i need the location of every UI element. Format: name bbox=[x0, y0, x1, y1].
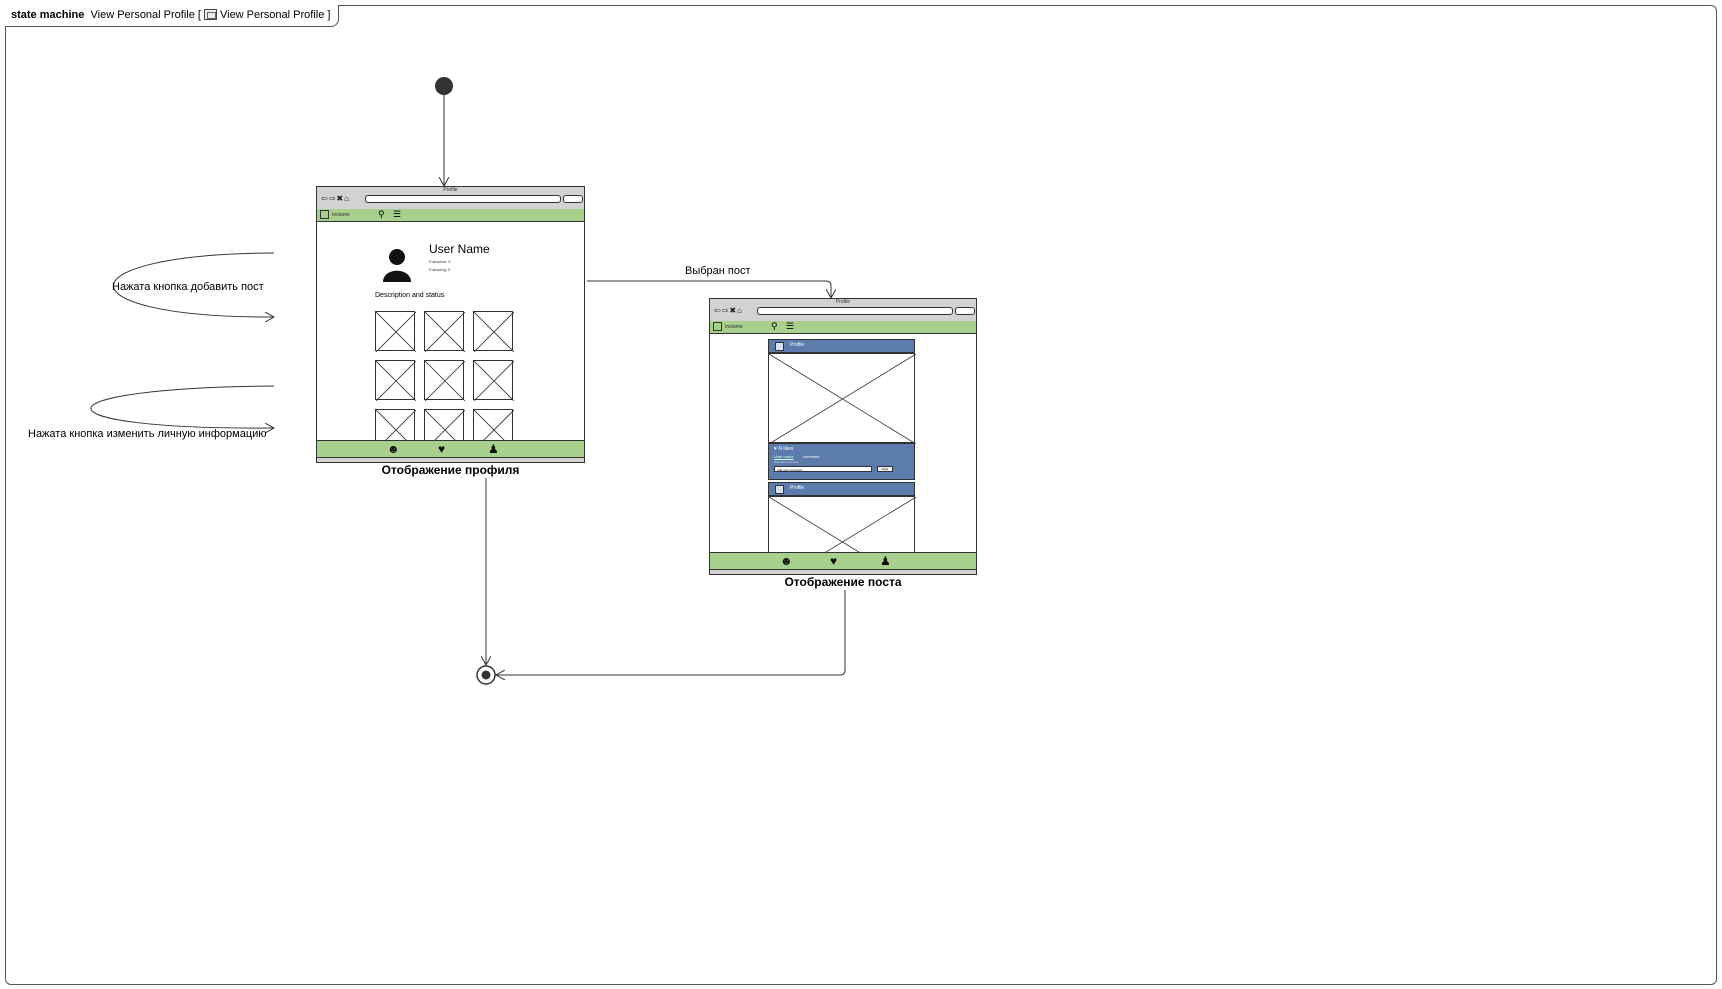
post-image-2 bbox=[768, 496, 916, 557]
grid-photo[interactable] bbox=[424, 360, 465, 401]
app-name: Instame bbox=[332, 212, 350, 218]
search-box bbox=[563, 195, 583, 203]
frame-bracket-close: ] bbox=[327, 9, 331, 21]
bottom-nav: ☻ ♥ ♟ bbox=[710, 552, 976, 570]
final-state-dot bbox=[481, 670, 491, 680]
transition-post-selected bbox=[587, 280, 831, 298]
search-icon: ⚲ bbox=[771, 321, 778, 331]
comment-user[interactable]: User name bbox=[774, 454, 794, 459]
logo-icon bbox=[713, 322, 722, 331]
comment-input[interactable]: Add your comment bbox=[774, 466, 872, 472]
image-placeholder-icon bbox=[769, 354, 916, 444]
likes-count: ♥ N likes bbox=[774, 446, 794, 452]
person-icon: ♟ bbox=[880, 554, 891, 568]
browser-chrome: Profile ⇦⇨✖⌂ bbox=[710, 299, 976, 322]
state-profile[interactable]: Profile ⇦⇨✖⌂ Instame ⚲ ☰ User Name Follo… bbox=[316, 186, 585, 463]
diagram-frame bbox=[5, 5, 1717, 985]
menu-icon: ☰ bbox=[393, 209, 402, 219]
image-placeholder-icon bbox=[425, 312, 465, 352]
search-icon: ⚲ bbox=[378, 209, 385, 219]
diagram-frame-tab: state machine View Personal Profile [Vie… bbox=[5, 5, 340, 27]
post-header: Profile bbox=[768, 339, 915, 353]
image-placeholder-icon bbox=[474, 361, 514, 401]
people-icon: ☻ bbox=[780, 554, 793, 568]
nav-icons: ⇦⇨✖⌂ bbox=[321, 194, 350, 203]
label-post-selected: Выбран пост bbox=[685, 265, 751, 277]
grid-photo[interactable] bbox=[473, 360, 514, 401]
likes-text: N likes bbox=[778, 446, 794, 452]
avatar-icon bbox=[383, 249, 411, 282]
description: Description and status bbox=[375, 292, 445, 299]
frame-keyword: state machine bbox=[11, 9, 85, 21]
state-name-post: Отображение поста bbox=[784, 575, 902, 589]
url-bar bbox=[365, 195, 561, 203]
post-author-2: Profile bbox=[790, 485, 805, 491]
app-bar: Instame ⚲ ☰ bbox=[710, 321, 976, 334]
image-placeholder-icon bbox=[376, 312, 416, 352]
user-name: User Name bbox=[429, 242, 490, 256]
image-placeholder-icon bbox=[474, 312, 514, 352]
status-bar bbox=[317, 457, 584, 462]
url-bar bbox=[757, 307, 953, 315]
comment-text: comment bbox=[803, 454, 820, 459]
frame-bracket-open: [ bbox=[197, 9, 201, 21]
self-loop-add-post bbox=[113, 252, 275, 317]
app-bar: Instame ⚲ ☰ bbox=[317, 209, 584, 222]
label-add-post: Нажата кнопка добавить пост bbox=[112, 281, 264, 293]
nav-icons: ⇦⇨✖⌂ bbox=[714, 306, 743, 315]
post-footer: ♥ N likes User name comment view all com… bbox=[768, 443, 915, 480]
heart-icon: ♥ bbox=[830, 554, 838, 568]
view-comments: view all comments bbox=[774, 460, 799, 464]
person-icon: ♟ bbox=[488, 442, 499, 456]
post-image bbox=[768, 353, 916, 444]
following: Following: 0 bbox=[429, 267, 451, 272]
post-header-2: Profile bbox=[768, 482, 915, 496]
frame-diagram-name: View Personal Profile bbox=[219, 9, 325, 21]
bottom-nav: ☻ ♥ ♟ bbox=[317, 440, 584, 458]
people-icon: ☻ bbox=[387, 442, 400, 456]
post-comment-button[interactable]: Post bbox=[877, 466, 893, 472]
window-title: Profile bbox=[443, 187, 458, 193]
frame-name: View Personal Profile bbox=[90, 9, 195, 21]
author-avatar-icon bbox=[775, 485, 784, 494]
grid-photo[interactable] bbox=[375, 360, 416, 401]
followers: Followers: 0 bbox=[429, 259, 451, 264]
window-title: Profile bbox=[835, 299, 851, 305]
diagram-icon bbox=[203, 9, 217, 20]
image-placeholder-icon bbox=[376, 361, 416, 401]
label-edit-info: Нажата кнопка изменить личную информацию bbox=[28, 428, 267, 440]
state-name-profile: Отображение профиля bbox=[381, 463, 520, 477]
post-author: Profile bbox=[790, 342, 805, 348]
transition-post-final bbox=[496, 590, 846, 675]
state-post[interactable]: Profile ⇦⇨✖⌂ Instame ⚲ ☰ Profile ♥ N lik… bbox=[709, 298, 977, 575]
heart-icon: ♥ bbox=[438, 442, 446, 456]
grid-photo[interactable] bbox=[473, 311, 514, 352]
status-bar bbox=[710, 569, 976, 574]
menu-icon: ☰ bbox=[786, 321, 795, 331]
image-placeholder-icon bbox=[425, 361, 465, 401]
app-name: Instame bbox=[725, 324, 743, 330]
logo-icon bbox=[320, 210, 329, 219]
browser-chrome: Profile ⇦⇨✖⌂ bbox=[317, 187, 584, 210]
image-placeholder-icon bbox=[769, 497, 916, 557]
initial-state bbox=[435, 77, 453, 95]
grid-photo[interactable] bbox=[424, 311, 465, 352]
grid-photo[interactable] bbox=[375, 311, 416, 352]
self-loop-edit-info bbox=[90, 385, 274, 428]
search-box bbox=[955, 307, 975, 315]
author-avatar-icon bbox=[775, 342, 784, 351]
